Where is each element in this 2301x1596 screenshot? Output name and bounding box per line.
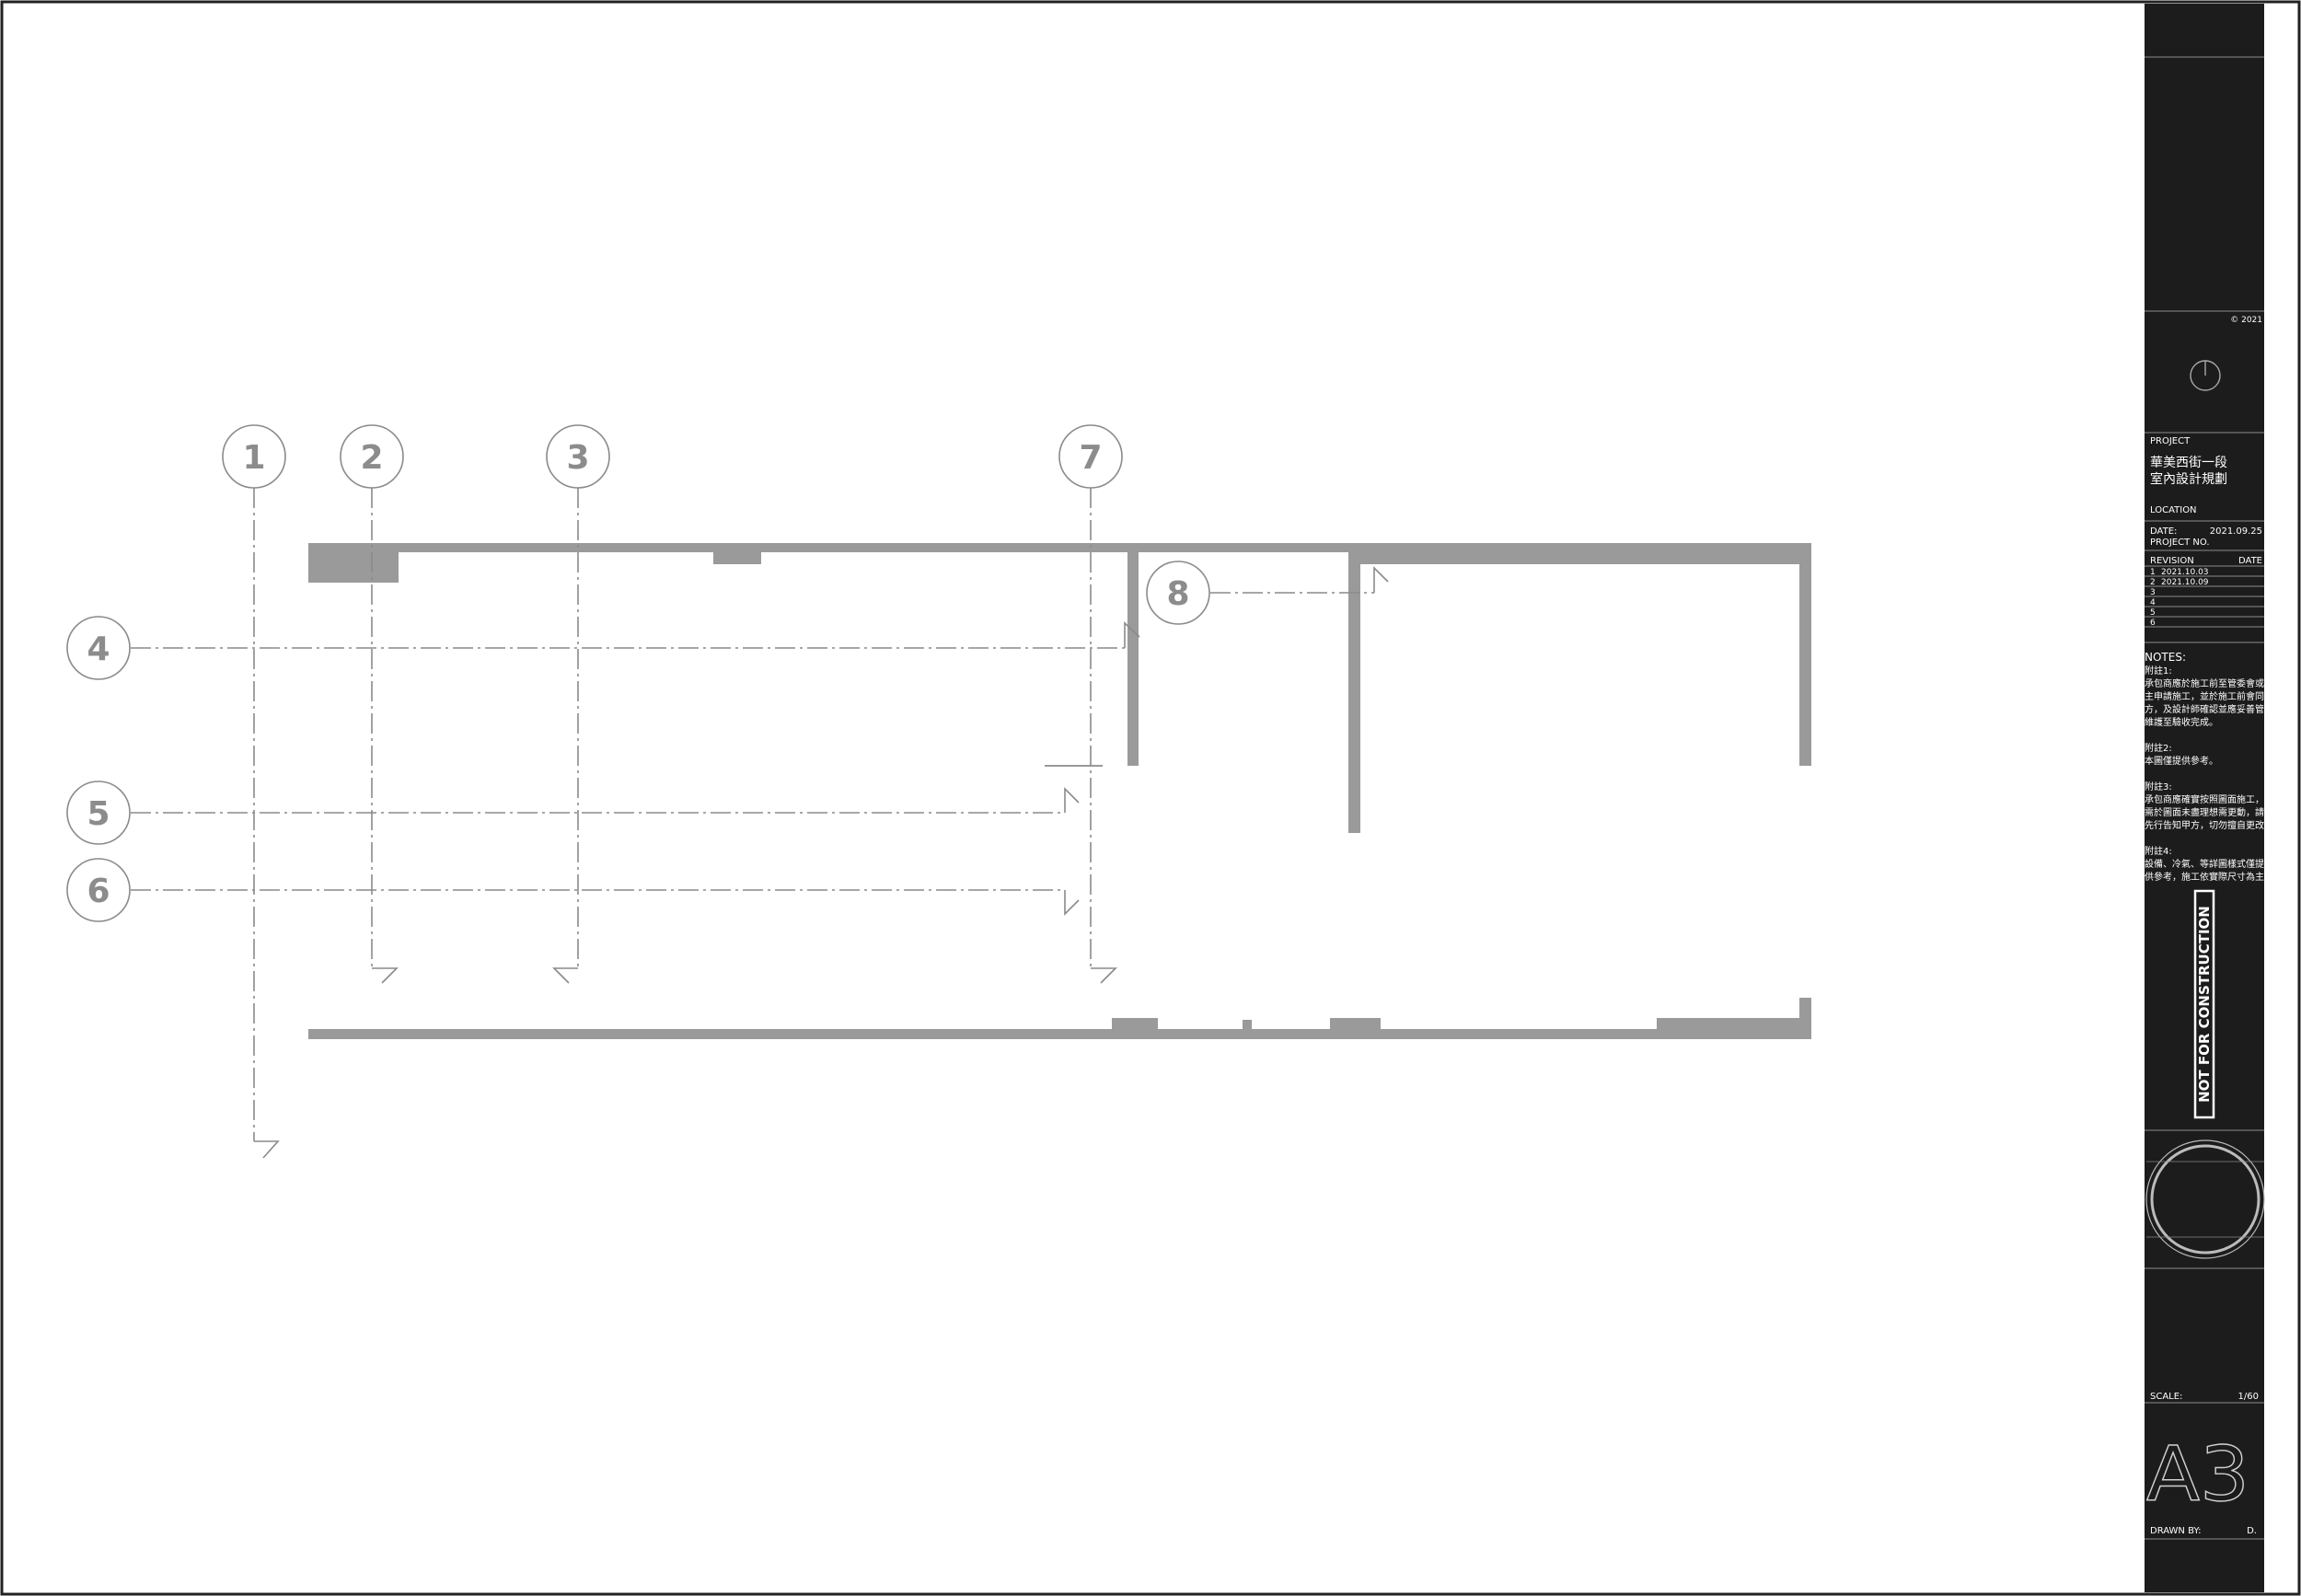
note-line: 需於圖面未盡理想需更動，請務必	[2145, 806, 2283, 818]
wall-bottom-right-stub	[1799, 998, 1811, 1029]
note-line: 維護至驗收完成。	[2145, 716, 2218, 728]
logo-seal-icon	[2145, 1139, 2265, 1259]
revision-date: 2021.10.09	[2161, 578, 2209, 587]
section-marker-label: 2	[360, 439, 383, 477]
cut-hook-8	[1373, 566, 1389, 593]
floor-plan	[308, 543, 1811, 1039]
section-marker-label: 1	[242, 439, 265, 477]
wall-bottom-pier-1	[1112, 1018, 1158, 1029]
section-bubble-3	[546, 424, 610, 489]
note-title: 附註1:	[2145, 665, 2172, 677]
project-name-line2: 室內設計規劃	[2150, 471, 2227, 487]
scale-label: SCALE:	[2150, 1392, 2182, 1402]
revision-num: 6	[2150, 619, 2156, 628]
cut-hook-4	[1124, 621, 1140, 648]
revision-label: REVISION	[2150, 556, 2194, 566]
revision-num: 5	[2150, 608, 2156, 618]
title-block-panel	[2145, 4, 2264, 1592]
wall-top-right-thick	[1353, 552, 1811, 564]
section-bubble-5	[66, 781, 131, 845]
wall-bottom	[308, 1029, 1811, 1039]
notes-list: 附註1: 承包商應於施工前至管委會或屬 主申請施工，並於施工前會同甲 方，及設計…	[2145, 665, 2283, 883]
revision-num: 3	[2150, 588, 2156, 597]
cut-hook-7	[1091, 967, 1117, 984]
note-line: 本圖僅提供參考。	[2145, 755, 2218, 767]
scale-value: 1/60	[2238, 1392, 2259, 1402]
wall-partition-a	[1127, 552, 1139, 766]
revision-date-label: DATE	[2238, 556, 2262, 566]
wall-column-topleft	[308, 543, 399, 583]
wall-right	[1799, 552, 1811, 766]
note-title: 附註3:	[2145, 781, 2172, 792]
section-marker-label: 4	[87, 630, 110, 668]
revision-num: 1	[2150, 568, 2156, 577]
date-value: 2021.09.25	[2210, 526, 2262, 537]
note-line: 供參考，施工依實際尺寸為主。	[2145, 871, 2273, 883]
section-bubble-4	[66, 616, 131, 680]
section-bubbles: 1 2 3 7 4 5 6 8	[66, 424, 1210, 922]
section-marker-label: 7	[1079, 439, 1102, 477]
note-line: 先行告知甲方，切勿擅自更改。	[2145, 819, 2273, 831]
project-label: PROJECT	[2150, 436, 2191, 446]
section-bubble-8	[1146, 561, 1210, 625]
section-marker-label: 5	[87, 795, 110, 833]
note-title: 附註2:	[2145, 742, 2172, 754]
cut-hook-3	[552, 967, 578, 984]
section-bubble-6	[66, 858, 131, 922]
sheet-size-label: A3	[2146, 1431, 2249, 1519]
wall-bottom-pier-2	[1243, 1020, 1252, 1029]
revision-num: 4	[2150, 598, 2156, 607]
revision-table: 1 2021.10.03 2 2021.10.09 3 4 5 6	[2145, 565, 2264, 628]
section-bubble-2	[340, 424, 404, 489]
note-line: 承包商應確實按照圖面施工，若	[2145, 793, 2273, 805]
note-line: 方，及設計師確認並應妥善管理	[2145, 703, 2273, 715]
copyright-text: © 2021	[2230, 316, 2262, 325]
cut-hook-1	[254, 1140, 280, 1159]
revision-date: 2021.10.03	[2161, 568, 2209, 577]
project-name-line1: 華美西街一段	[2150, 456, 2227, 470]
notes-label: NOTES:	[2145, 651, 2186, 664]
revision-num: 2	[2150, 578, 2156, 587]
note-title: 附註4:	[2145, 845, 2172, 857]
drawn-by-value: D.	[2247, 1526, 2257, 1536]
location-label: LOCATION	[2150, 505, 2197, 515]
wall-top	[308, 543, 1811, 552]
section-marker-label: 3	[566, 439, 589, 477]
section-bubble-7	[1058, 424, 1123, 489]
section-cut-lines	[131, 488, 1389, 1159]
note-line: 設備、冷氣、等詳圖樣式僅提	[2145, 858, 2264, 870]
title-block: © 2021 PROJECT 華美西街一段 室內設計規劃 LOCATION DA…	[2145, 4, 2283, 1592]
cut-hook-6	[1064, 890, 1080, 916]
section-bubble-1	[222, 424, 286, 489]
project-no-label: PROJECT NO.	[2150, 538, 2210, 548]
wall-beam	[713, 552, 761, 564]
cut-hook-2	[372, 967, 399, 984]
date-label: DATE:	[2150, 526, 2177, 537]
stamp-frame	[2193, 889, 2215, 1119]
note-line: 主申請施工，並於施工前會同甲	[2145, 690, 2273, 702]
wall-bottom-pier-3	[1330, 1018, 1381, 1029]
wall-partition-b	[1348, 552, 1360, 833]
section-marker-label: 6	[87, 873, 110, 910]
wall-bottom-pier-4	[1657, 1018, 1811, 1029]
not-for-construction-stamp: NOT FOR CONSTRUCTION	[2196, 906, 2213, 1103]
cut-hook-5	[1064, 787, 1080, 813]
drawn-by-label: DRAWN BY:	[2150, 1526, 2202, 1536]
section-marker-label: 8	[1166, 575, 1189, 613]
note-line: 承包商應於施工前至管委會或屬	[2145, 677, 2273, 689]
